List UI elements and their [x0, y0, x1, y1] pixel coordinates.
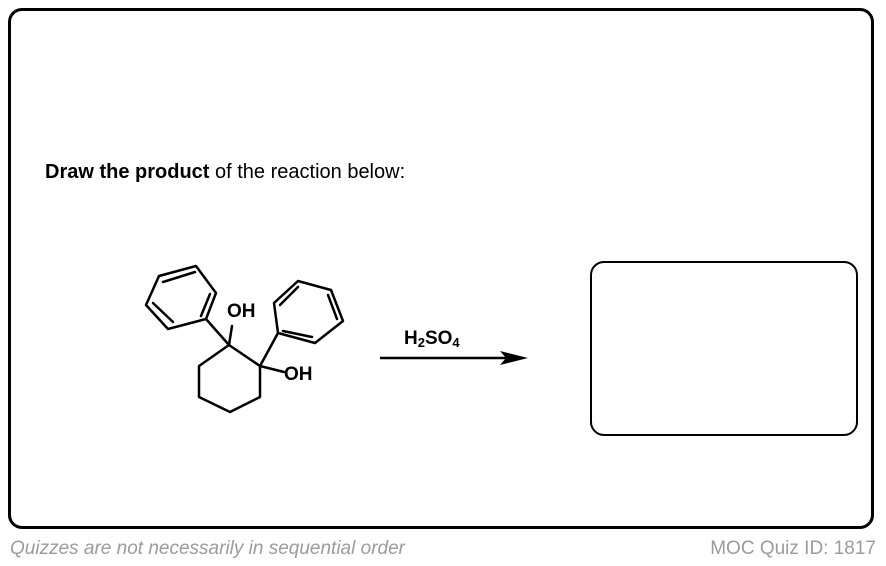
phenyl-ring-right	[272, 279, 345, 345]
bond-c1-oh	[227, 324, 234, 347]
arrow-head	[500, 351, 528, 365]
bond-c2-oh	[258, 364, 286, 374]
prompt-bold-text: Draw the product	[45, 161, 210, 183]
reagent-part-so: SO	[424, 328, 453, 349]
hydroxyl-label-right: OH	[284, 364, 313, 385]
bond-c2-phenyl	[258, 331, 280, 368]
reagent-part-h: H	[404, 328, 418, 349]
answer-box[interactable]	[590, 261, 858, 436]
reagent-sub-4: 4	[452, 335, 460, 350]
hydroxyl-label-top: OH	[227, 301, 256, 322]
quiz-id: MOC Quiz ID: 1817	[710, 538, 876, 559]
cyclohexane-ring	[197, 343, 262, 414]
question-prompt: Draw the product of the reaction below:	[45, 160, 405, 184]
prompt-rest-text: of the reaction below:	[209, 161, 406, 183]
bond-c1-phenyl	[204, 317, 231, 347]
reagent-sub-2: 2	[417, 335, 425, 350]
footer-note: Quizzes are not necessarily in sequentia…	[10, 538, 405, 559]
phenyl-ring-left	[144, 264, 218, 331]
reaction-arrow	[380, 351, 528, 365]
reagent-label: H2SO4	[404, 328, 460, 350]
reactant-structure: OH OH	[144, 264, 345, 414]
